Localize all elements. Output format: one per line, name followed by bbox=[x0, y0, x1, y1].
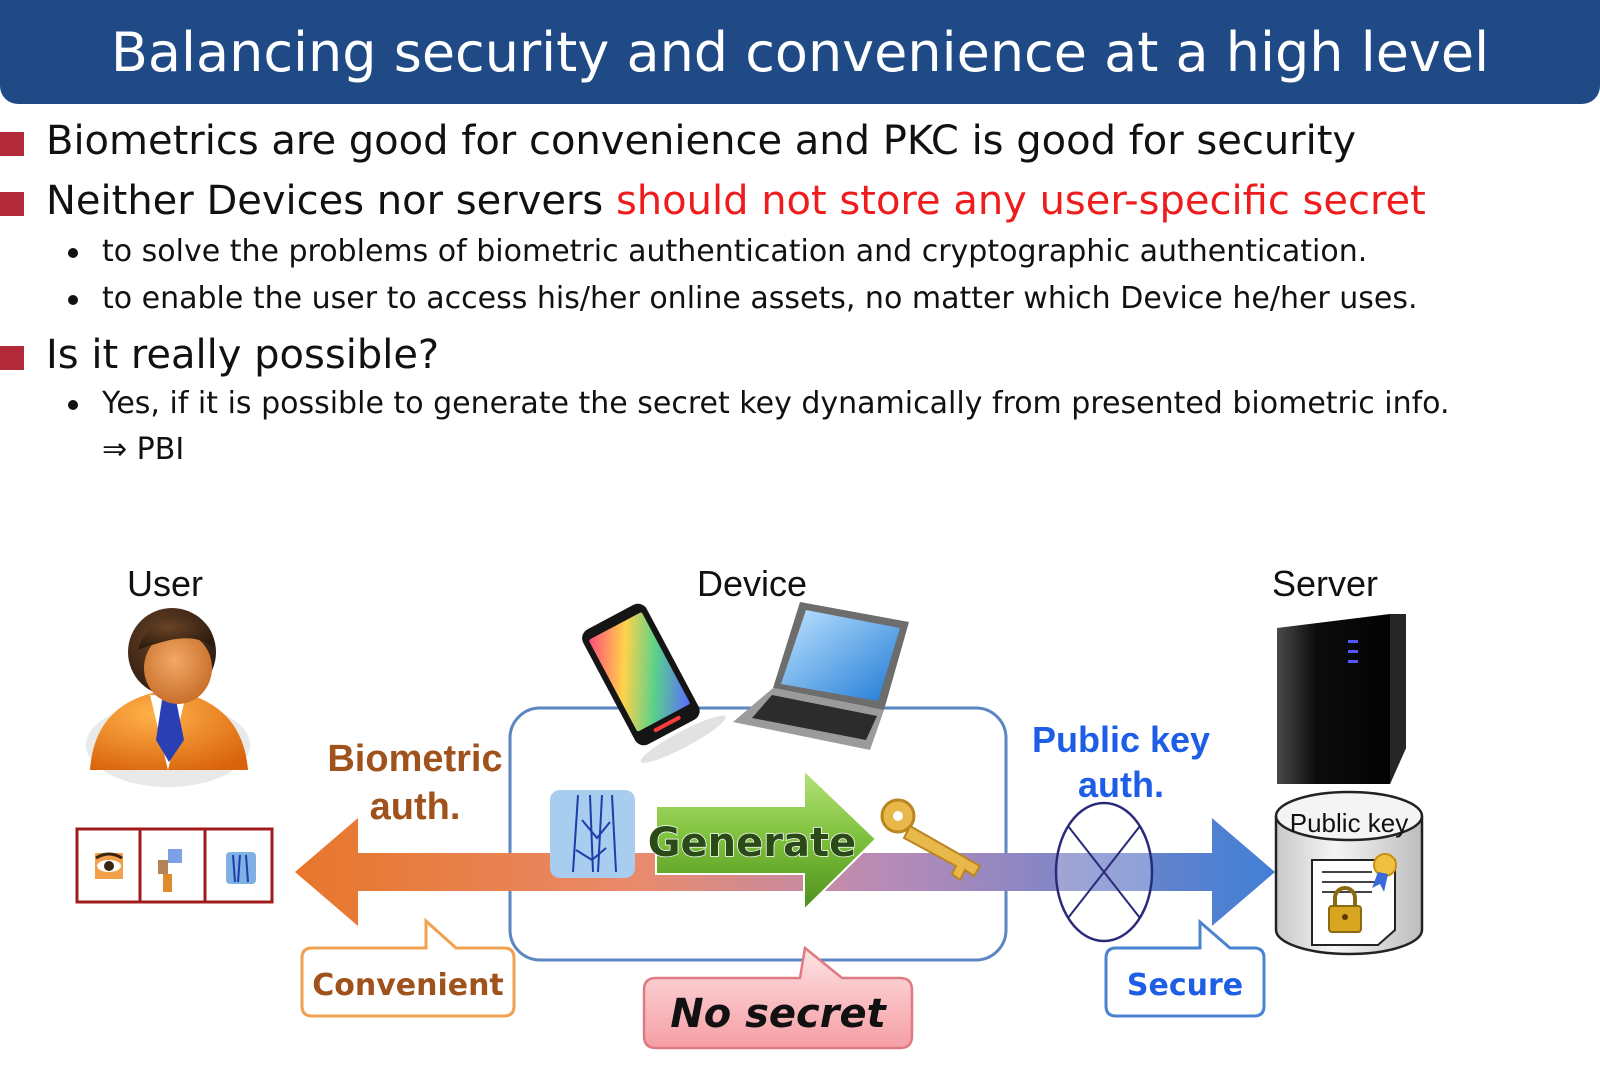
biometric-auth-label-line2: auth. bbox=[370, 786, 461, 828]
bullet-square-icon bbox=[0, 192, 24, 216]
pbi-diagram: User Device Server bbox=[75, 563, 1424, 1050]
sub-bullet-text: Yes, if it is possible to generate the s… bbox=[102, 386, 1450, 421]
callout-convenient: Convenient bbox=[300, 917, 516, 1018]
generate-arrow: Generate bbox=[647, 767, 878, 913]
eye-icon bbox=[95, 852, 123, 879]
callout-no-secret: No secret bbox=[642, 945, 914, 1050]
smartphone-icon bbox=[582, 603, 726, 763]
bullet-square-icon bbox=[0, 132, 24, 156]
bullet-text: Neither Devices nor servers should not s… bbox=[46, 178, 1426, 224]
callout-convenient-label: Convenient bbox=[312, 968, 504, 1003]
callout-secure-label: Secure bbox=[1127, 968, 1243, 1003]
bullet-biometrics-pkc: Biometrics are good for convenience and … bbox=[0, 112, 1600, 168]
biometric-auth-label-line1: Biometric bbox=[327, 738, 502, 780]
database-cylinder-icon: Public key bbox=[1274, 790, 1424, 956]
callout-no-secret-label: No secret bbox=[670, 991, 887, 1037]
sub-bullet-dot-icon bbox=[68, 400, 78, 410]
bullet-text: Is it really possible? bbox=[46, 332, 440, 378]
public-key-auth-label-line2: auth. bbox=[1078, 764, 1164, 805]
bullet-text-normal: Neither Devices nor servers bbox=[46, 178, 616, 224]
sub-bullet-text: to solve the problems of biometric authe… bbox=[102, 234, 1368, 269]
sub-bullet-access-assets: to enable the user to access his/her onl… bbox=[0, 277, 1600, 321]
vein-image-icon bbox=[550, 790, 635, 878]
callout-secure: Secure bbox=[1104, 918, 1266, 1018]
sub-bullet-dot-icon bbox=[68, 248, 78, 258]
laptop-icon bbox=[733, 602, 909, 750]
sub-bullet-text: to enable the user to access his/her onl… bbox=[102, 281, 1418, 316]
sub-bullet-yes-generate: Yes, if it is possible to generate the s… bbox=[0, 382, 1600, 426]
page-title: Balancing security and convenience at a … bbox=[110, 21, 1490, 84]
bullet-text: Biometrics are good for convenience and … bbox=[46, 118, 1357, 164]
generate-label: Generate bbox=[648, 820, 857, 866]
bullet-no-secret-storage: Neither Devices nor servers should not s… bbox=[0, 172, 1600, 228]
user-person-icon bbox=[86, 608, 250, 787]
server-tower-icon bbox=[1277, 614, 1406, 784]
vein-icon bbox=[226, 852, 256, 884]
padlock-icon bbox=[1328, 886, 1362, 933]
device-label: Device bbox=[697, 563, 807, 604]
server-label: Server bbox=[1272, 563, 1378, 604]
biometric-modalities-box bbox=[75, 827, 274, 904]
title-bar: Balancing security and convenience at a … bbox=[0, 0, 1600, 104]
bullet-is-it-possible: Is it really possible? bbox=[0, 326, 1600, 382]
bullet-square-icon bbox=[0, 346, 24, 370]
bullet-text-highlight: should not store any user-specific secre… bbox=[615, 178, 1426, 224]
sub-bullet-solve-problems: to solve the problems of biometric authe… bbox=[0, 230, 1600, 274]
user-label: User bbox=[127, 563, 203, 604]
sub-bullet-dot-icon bbox=[68, 295, 78, 305]
blocked-x-icon bbox=[1054, 801, 1154, 943]
key-icon bbox=[880, 798, 982, 882]
sub-bullet-pbi: ⇒ PBI bbox=[0, 428, 1600, 472]
sub-bullet-text: ⇒ PBI bbox=[102, 432, 185, 467]
public-key-auth-label-line1: Public key bbox=[1032, 719, 1210, 760]
fingerprint-icon bbox=[158, 849, 182, 892]
public-key-db-label: Public key bbox=[1290, 808, 1409, 838]
